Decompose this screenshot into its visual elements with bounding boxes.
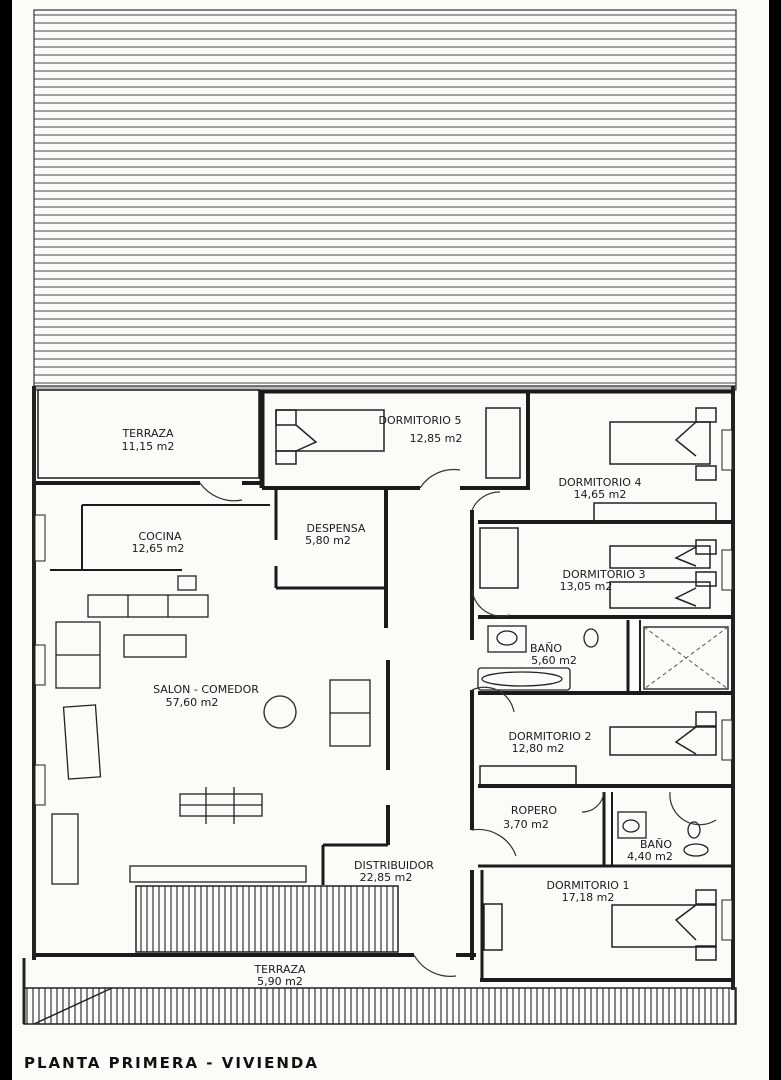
distribuidor-name: DISTRIBUIDOR: [354, 859, 434, 872]
dormitorio1-name: DORMITORIO 1: [547, 879, 630, 892]
salon-area: 57,60 m2: [166, 696, 219, 709]
dormitorio5-name: DORMITORIO 5: [379, 414, 462, 427]
floor-plan-sheet: TERRAZA 11,15 m2 DORMITORIO 5 12,85 m2 D…: [12, 0, 769, 1080]
terraza-top-name: TERRAZA: [121, 427, 174, 440]
terraza-top-area: 11,15 m2: [122, 440, 175, 453]
bano1-name: BAÑO: [530, 642, 562, 655]
ropero-name: ROPERO: [511, 804, 558, 817]
room-labels: TERRAZA 11,15 m2 DORMITORIO 5 12,85 m2 D…: [121, 414, 672, 988]
shower-tray: [643, 626, 729, 690]
bath-fixtures: [477, 625, 709, 857]
dormitorio2-name: DORMITORIO 2: [509, 730, 592, 743]
cocina-area: 12,65 m2: [132, 542, 185, 555]
dormitorio4-area: 14,65 m2: [574, 488, 627, 501]
windows: [34, 429, 733, 941]
roof-area: [33, 9, 737, 387]
staircase: [135, 885, 399, 953]
terraza-top-room: [37, 389, 260, 479]
plan-title: PLANTA PRIMERA - VIVIENDA: [24, 1054, 319, 1072]
furniture-salon: [51, 575, 371, 885]
cocina-name: COCINA: [138, 530, 181, 543]
salon-name: SALON - COMEDOR: [153, 683, 259, 696]
despensa-name: DESPENSA: [307, 522, 366, 535]
dormitorio3-area: 13,05 m2: [560, 580, 613, 593]
bano1-area: 5,60 m2: [531, 654, 577, 667]
dormitorio1-area: 17,18 m2: [562, 891, 615, 904]
dormitorio3-name: DORMITORIO 3: [563, 568, 646, 581]
dormitorio5-area: 12,85 m2: [410, 432, 463, 445]
terraza-bottom-name: TERRAZA: [253, 963, 306, 976]
furniture-beds: [275, 407, 717, 961]
ropero-area: 3,70 m2: [503, 818, 549, 831]
dormitorio4-name: DORMITORIO 4: [559, 476, 642, 489]
terraza-bottom-area: 5,90 m2: [257, 975, 303, 988]
bottom-railing: [22, 958, 737, 1025]
interior-walls: [36, 390, 733, 982]
bano2-name: BAÑO: [640, 838, 672, 851]
outer-walls: [32, 385, 737, 990]
distribuidor-area: 22,85 m2: [360, 871, 413, 884]
dormitorio2-area: 12,80 m2: [512, 742, 565, 755]
doors: [199, 468, 717, 977]
bano2-area: 4,40 m2: [627, 850, 673, 863]
despensa-area: 5,80 m2: [305, 534, 351, 547]
